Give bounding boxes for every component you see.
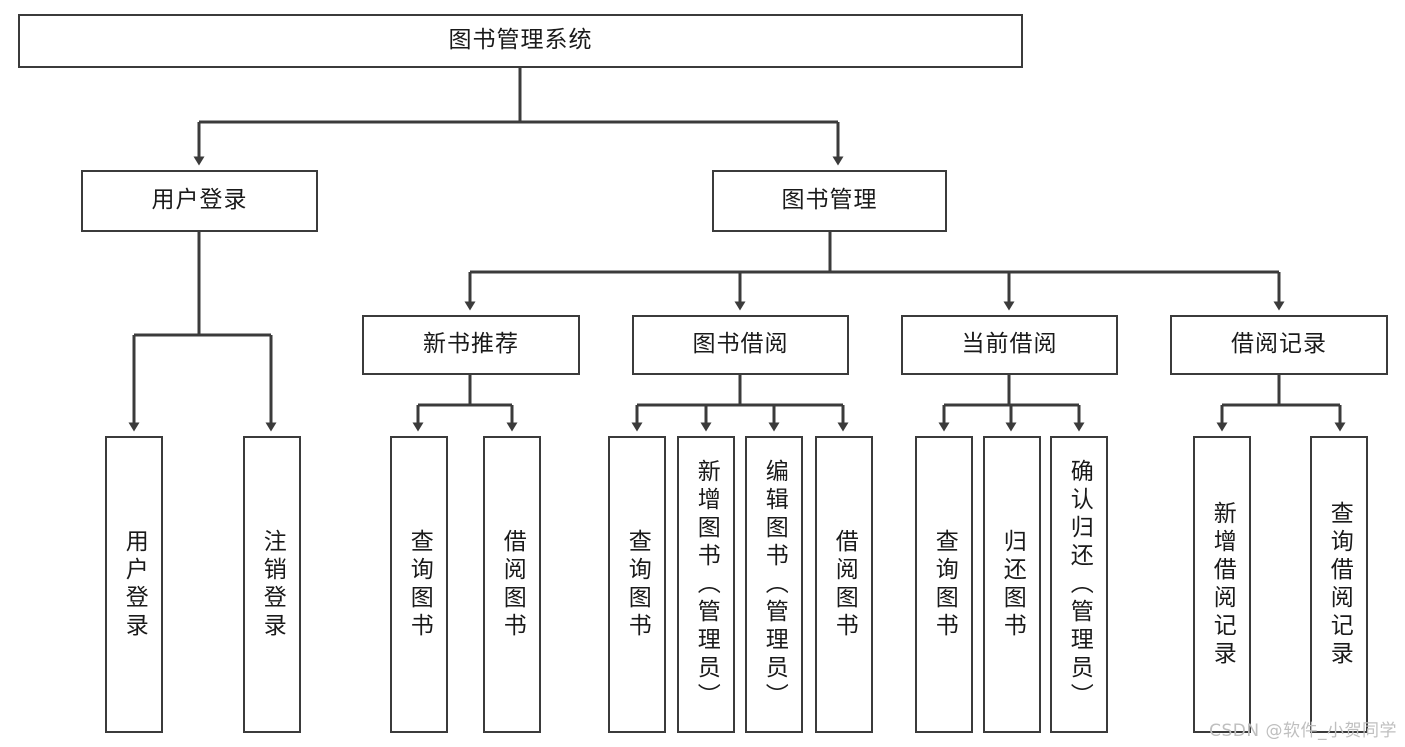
node-label: 用户登录 [151,187,248,214]
leaf-book-borrow-edit-book-admin[interactable]: 编辑图书（管理员） [745,436,803,733]
leaf-book-borrow-borrow-book[interactable]: 借阅图书 [815,436,873,733]
node-new-book-recommend[interactable]: 新书推荐 [362,315,580,375]
node-label: 图书管理 [781,187,878,214]
node-label: 查询图书 [624,528,651,641]
node-label: 归还图书 [999,528,1026,641]
node-label: 借阅图书 [831,528,858,641]
leaf-book-borrow-query-book[interactable]: 查询图书 [608,436,666,733]
leaf-book-borrow-add-book-admin[interactable]: 新增图书（管理员） [677,436,735,733]
node-label: 确认归还（管理员） [1066,458,1093,711]
node-current-borrow[interactable]: 当前借阅 [901,315,1118,375]
node-book-borrow[interactable]: 图书借阅 [632,315,849,375]
node-label: 新增图书（管理员） [693,458,720,711]
node-user-login[interactable]: 用户登录 [81,170,318,232]
node-label: 编辑图书（管理员） [761,458,788,711]
node-label: 注销登录 [259,528,286,641]
node-label: 查询图书 [931,528,958,641]
node-label: 借阅记录 [1231,331,1327,358]
node-label: 图书借阅 [692,331,789,358]
node-label: 新增借阅记录 [1209,500,1236,669]
node-label: 查询借阅记录 [1326,500,1353,669]
leaf-borrow-record-query-record[interactable]: 查询借阅记录 [1310,436,1368,733]
leaf-borrow-record-add-record[interactable]: 新增借阅记录 [1193,436,1251,733]
leaf-current-borrow-confirm-return-admin[interactable]: 确认归还（管理员） [1050,436,1108,733]
leaf-current-borrow-query-book[interactable]: 查询图书 [915,436,973,733]
leaf-user-login-login[interactable]: 用户登录 [105,436,163,733]
leaf-new-book-borrow-book[interactable]: 借阅图书 [483,436,541,733]
node-borrow-record[interactable]: 借阅记录 [1170,315,1388,375]
leaf-current-borrow-return-book[interactable]: 归还图书 [983,436,1041,733]
node-book-management[interactable]: 图书管理 [712,170,947,232]
node-label: 新书推荐 [423,331,519,358]
node-label: 图书管理系统 [448,27,593,54]
node-root-book-management-system[interactable]: 图书管理系统 [18,14,1023,68]
node-label: 用户登录 [121,528,148,641]
leaf-new-book-query-book[interactable]: 查询图书 [390,436,448,733]
node-label: 借阅图书 [499,528,526,641]
leaf-user-login-logout[interactable]: 注销登录 [243,436,301,733]
node-label: 查询图书 [406,528,433,641]
node-label: 当前借阅 [961,331,1058,358]
